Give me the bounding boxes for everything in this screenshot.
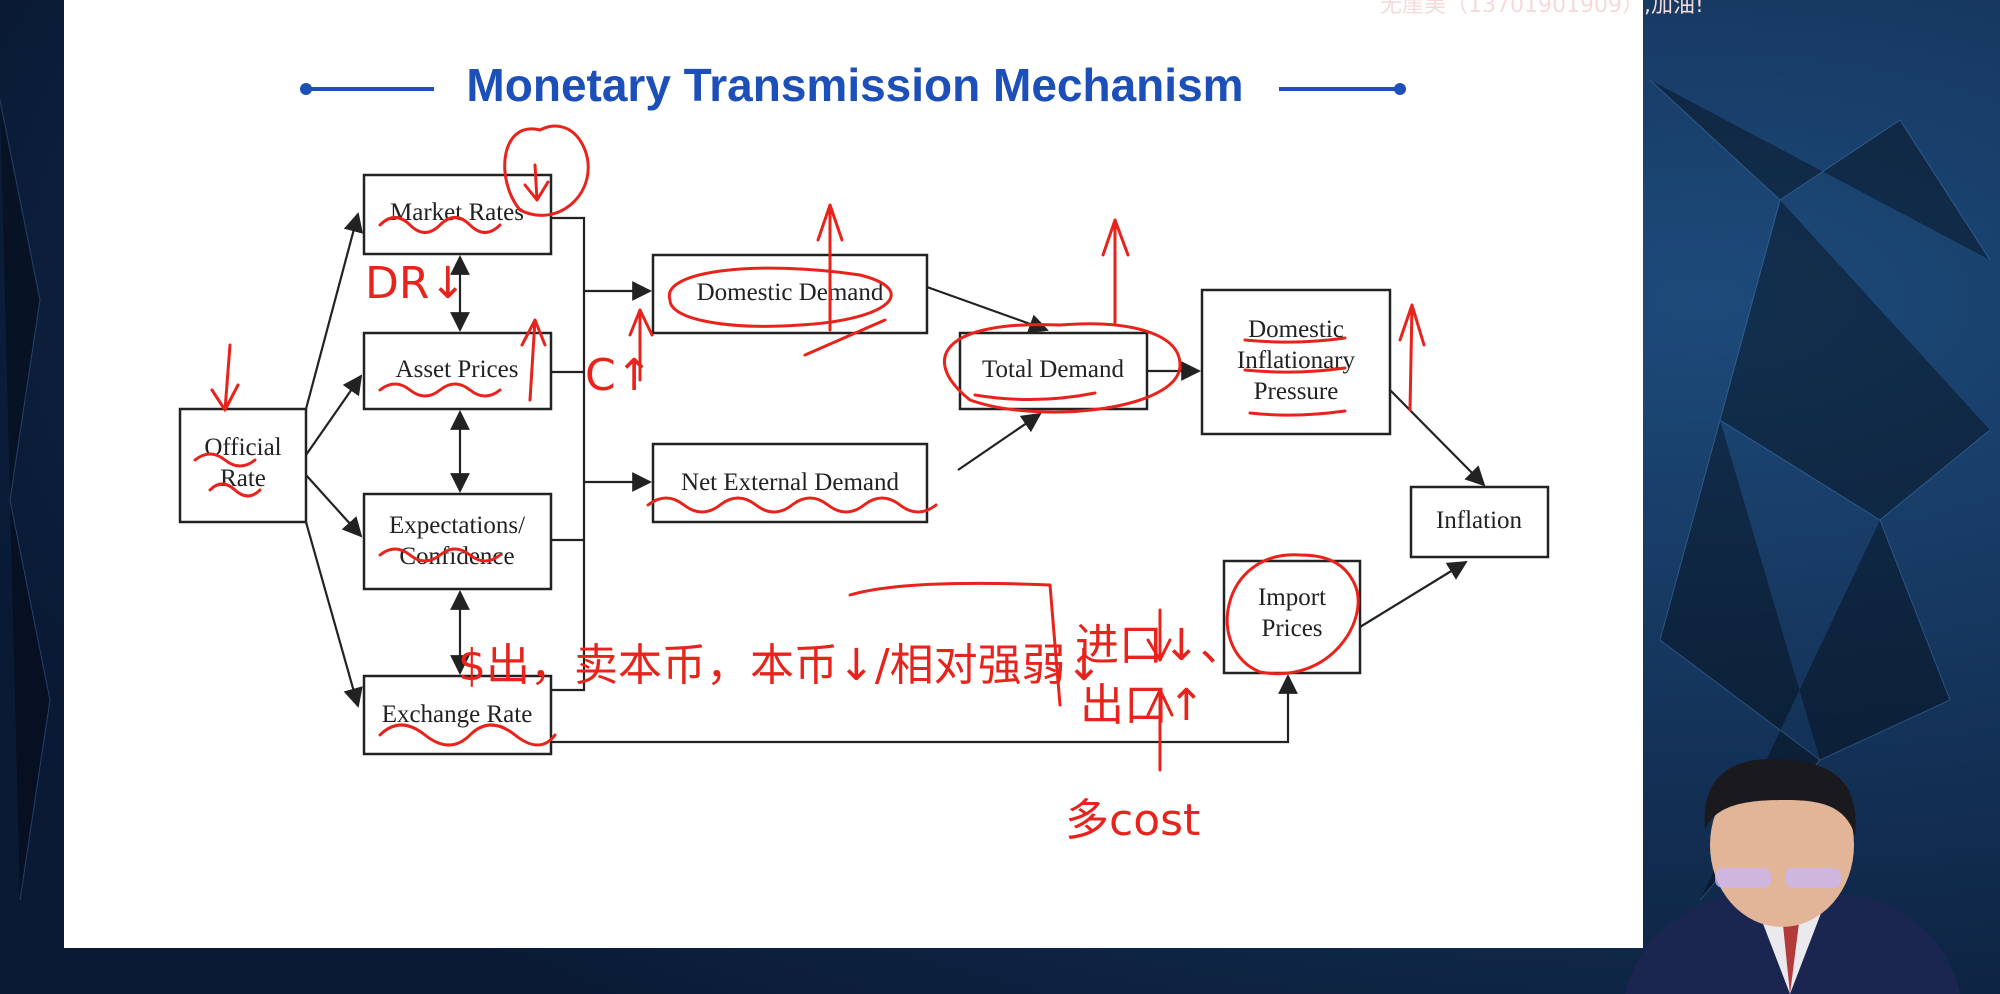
annotation-dr: DR↓ [365, 258, 466, 309]
svg-text:Rate: Rate [220, 465, 266, 492]
connectors [304, 212, 1486, 744]
node-inflation: Inflation [1409, 485, 1550, 559]
network-pattern [0, 79, 1991, 901]
svg-text:Import: Import [1258, 584, 1326, 611]
svg-text:Pressure: Pressure [1254, 378, 1339, 405]
svg-text:Asset Prices: Asset Prices [396, 356, 519, 383]
watermark: 无崖美（13701901909）,加油! [1380, 0, 1704, 18]
annotation-exports: 出口↑ [1080, 680, 1205, 731]
node-expectations-confidence: Expectations/ Confidence [362, 492, 553, 591]
node-exchange-rate: Exchange Rate [362, 674, 553, 756]
node-domestic-inflationary-pressure: Domestic Inflationary Pressure [1200, 288, 1392, 436]
svg-text:Prices: Prices [1261, 615, 1322, 642]
handwritten-annotations [193, 124, 1426, 772]
svg-text:Net External Demand: Net External Demand [681, 469, 899, 496]
node-asset-prices: Asset Prices [362, 331, 553, 411]
svg-text:Expectations/: Expectations/ [389, 512, 525, 539]
annotation-exchange-note: $出，卖本币，本币↓/相对强弱↓ [458, 640, 1103, 691]
node-net-external-demand: Net External Demand [651, 442, 929, 524]
presenter-video [1625, 759, 1960, 994]
svg-text:Exchange Rate: Exchange Rate [382, 701, 533, 728]
annotation-imports: 进口↓、 [1075, 620, 1244, 671]
annotation-c: C↑ [585, 350, 653, 401]
title-dot-right [1394, 83, 1406, 95]
svg-text:Domestic Demand: Domestic Demand [697, 279, 884, 306]
svg-text:Market Rates: Market Rates [390, 199, 524, 226]
svg-text:Domestic: Domestic [1248, 316, 1344, 343]
annotation-cost: 多cost [1065, 795, 1200, 846]
node-domestic-demand: Domestic Demand [651, 253, 929, 335]
svg-text:Official: Official [204, 434, 281, 461]
slide-title: Monetary Transmission Mechanism [466, 59, 1243, 111]
svg-text:Total Demand: Total Demand [982, 356, 1124, 383]
svg-text:Inflation: Inflation [1436, 507, 1523, 534]
node-import-prices: Import Prices [1222, 559, 1362, 675]
title-dot-left [300, 83, 312, 95]
node-market-rates: Market Rates [362, 173, 553, 256]
